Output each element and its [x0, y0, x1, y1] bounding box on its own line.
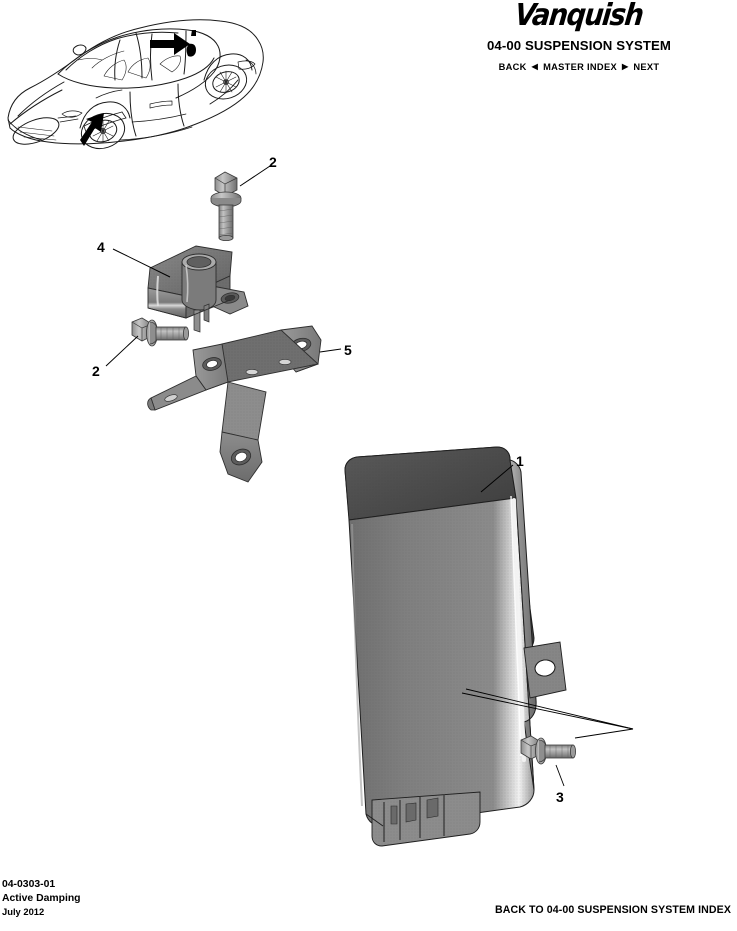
page-title: 04-00 SUSPENSION SYSTEM: [486, 38, 672, 53]
leader-line-callout-2-lower: [105, 335, 139, 367]
location-marker-interior-icon: [186, 30, 196, 57]
vehicle-illustration: [7, 19, 264, 150]
nav-master-index-link[interactable]: MASTER INDEX: [543, 62, 617, 72]
leader-line-callout-5: [319, 348, 342, 353]
callout-2-lower: 2: [92, 363, 100, 379]
callout-1: 1: [516, 453, 524, 469]
footer-index-link[interactable]: BACK TO 04-00 SUSPENSION SYSTEM INDEX: [494, 904, 731, 916]
leader-line-callout-2-top: [239, 165, 271, 187]
location-arrow-front-icon: [80, 113, 104, 146]
nav-back-arrow-icon[interactable]: ◀: [531, 61, 539, 71]
footer-document-code: 04-0303-01: [2, 879, 56, 891]
nav-next-arrow-icon[interactable]: ▶: [621, 61, 629, 71]
part-mounting-bracket: [147, 325, 322, 483]
part-sensor-bolt-lower: [131, 317, 189, 347]
page-header: Vanquish 04-00 SUSPENSION SYSTEM BACK ◀ …: [429, 0, 729, 72]
footer-document-date: July 2012: [2, 905, 45, 917]
footer-document-name: Active Damping: [2, 892, 81, 904]
part-accelerometer-sensor: [147, 245, 249, 333]
callout-3: 3: [556, 789, 564, 805]
footer-document-info: 04-0303-01 Active Damping July 2012: [2, 878, 81, 918]
callout-2-top: 2: [269, 154, 277, 170]
part-sensor-bolt-upper: [210, 171, 242, 241]
nav-back-link[interactable]: BACK: [498, 62, 527, 72]
leader-lines-callout-3: [461, 688, 634, 787]
part-module-mounting-bolt: [520, 735, 577, 765]
nav-next-link[interactable]: NEXT: [633, 62, 660, 72]
leader-line-callout-1: [480, 464, 514, 493]
callout-5: 5: [344, 342, 352, 358]
part-suspension-control-module: [344, 446, 567, 847]
callout-4: 4: [97, 239, 105, 255]
location-arrow-interior-icon: [150, 33, 190, 55]
leader-line-callout-4: [112, 248, 171, 278]
header-navigation: BACK ◀ MASTER INDEX ▶ NEXT: [429, 62, 729, 72]
